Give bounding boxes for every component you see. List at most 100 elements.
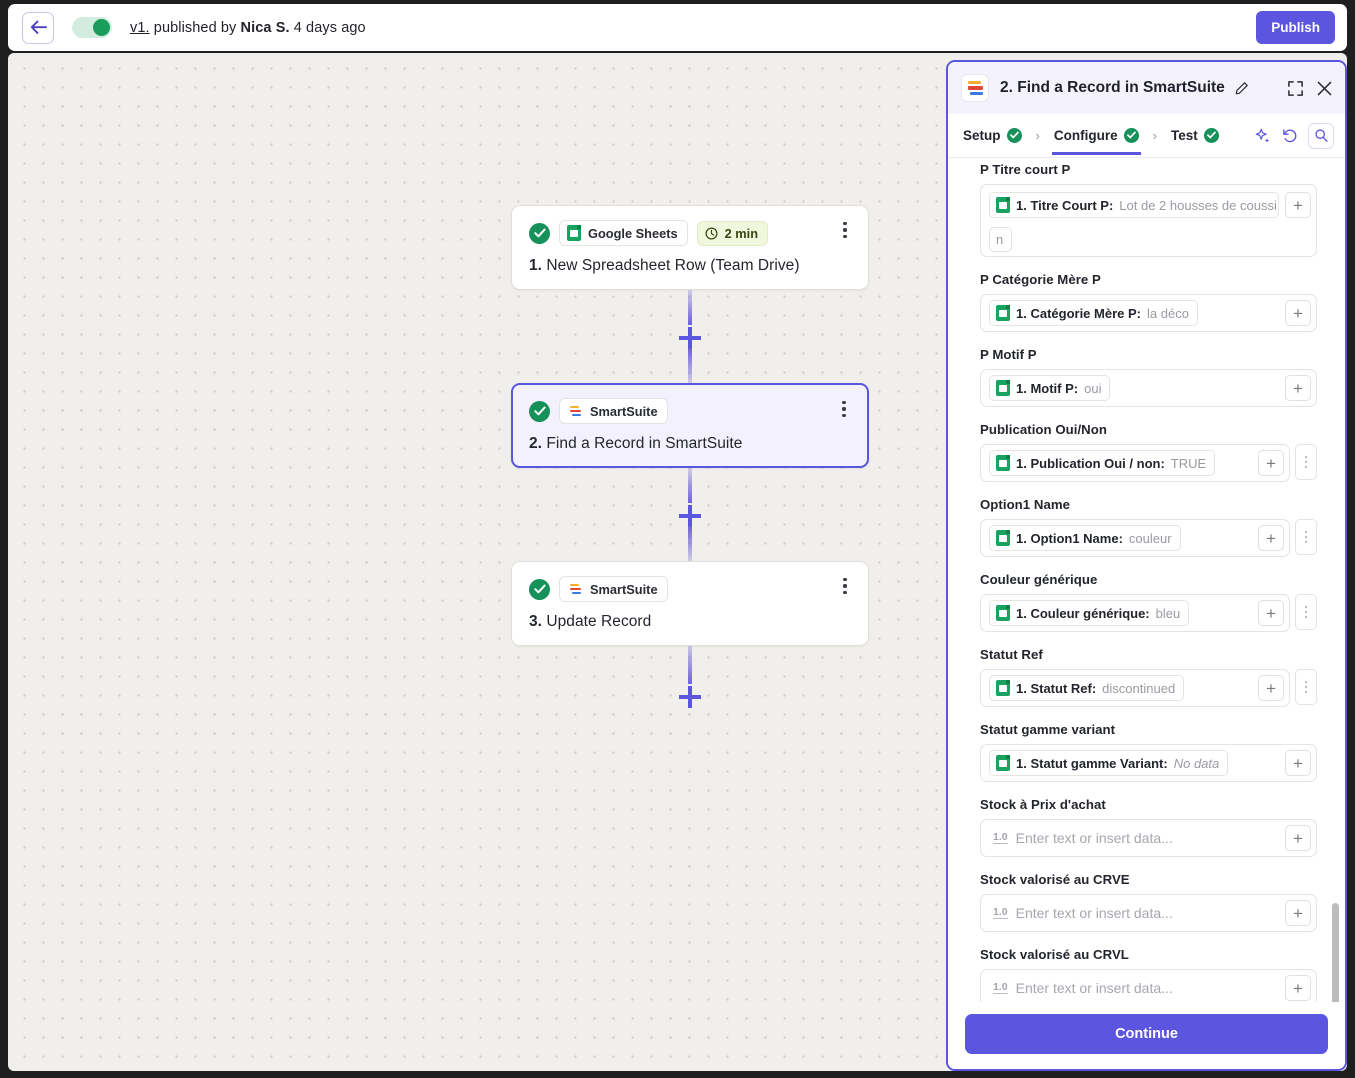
connector-1 [511,290,869,383]
insert-data-button[interactable]: + [1285,900,1311,926]
field-options-button[interactable] [1295,669,1317,705]
time-ago: 4 days ago [289,19,366,36]
pencil-icon[interactable] [1234,81,1249,96]
scrollbar-thumb[interactable] [1332,903,1339,1002]
node-1-app-label: Google Sheets [588,225,678,241]
token-value: No data [1173,755,1220,771]
field-label: Couleur générique [980,572,1098,587]
data-token-overflow[interactable]: n [989,227,1013,252]
success-check-icon [529,578,550,600]
token-name: 1. Couleur générique: [1016,605,1150,621]
ai-sparkle-icon[interactable] [1254,127,1272,145]
token-value-wrap: n [996,232,1004,247]
field-options-button[interactable] [1295,594,1317,630]
search-icon[interactable] [1308,122,1334,149]
smartsuite-logo-icon [961,74,989,102]
token-value: bleu [1155,605,1181,621]
node-1-name: New Spreadsheet Row (Team Drive) [546,257,800,274]
field-options-button[interactable] [1295,444,1317,480]
data-token[interactable]: 1. Statut gamme Variant: No data [989,750,1229,776]
author-name: Nica S. [240,19,290,36]
field-input[interactable]: 1. Statut gamme Variant: No data + [980,744,1317,782]
success-check-icon [529,400,550,422]
data-token[interactable]: 1. Option1 Name: couleur [989,525,1181,551]
insert-data-button[interactable]: + [1285,300,1311,326]
node-2-menu-button[interactable] [835,399,853,419]
continue-button[interactable]: Continue [965,1014,1328,1054]
insert-data-button[interactable]: + [1258,600,1284,626]
google-sheets-icon [567,225,581,241]
tab-setup[interactable]: Setup [961,117,1024,155]
number-type-icon: 1.0 [993,830,1008,844]
node-1-title: 1. New Spreadsheet Row (Team Drive) [529,257,852,275]
token-name: 1. Statut gamme Variant: [1016,755,1168,771]
field-input[interactable]: 1.0 Enter text or insert data... + [980,969,1317,1002]
insert-data-button[interactable]: + [1258,450,1284,476]
field-stock-prix-achat: Stock à Prix d'achat 1.0 Enter text or i… [980,797,1317,857]
workflow-node-2[interactable]: SmartSuite 2. Find a Record in SmartSuit… [511,383,869,468]
insert-data-button[interactable]: + [1285,975,1311,1001]
workflow-node-1[interactable]: Google Sheets 2 min 1. New Spreadsheet R… [511,205,869,290]
insert-data-button[interactable]: + [1285,375,1311,401]
version-link[interactable]: v1. [130,19,150,36]
field-input[interactable]: 1. Motif P: oui + [980,369,1317,407]
data-token[interactable]: 1. Catégorie Mère P: la déco [989,300,1198,326]
token-name: 1. Catégorie Mère P: [1016,305,1141,321]
field-label: Stock valorisé au CRVE [980,872,1130,887]
field-input[interactable]: 1. Catégorie Mère P: la déco + [980,294,1317,332]
node-2-app-chip: SmartSuite [559,398,668,424]
workflow-node-3[interactable]: SmartSuite 3. Update Record [511,561,869,646]
field-input[interactable]: 1. Statut Ref: discontinued + [980,669,1290,707]
field-row: 1. Option1 Name: couleur + [980,519,1317,557]
insert-data-button[interactable]: + [1285,192,1311,218]
back-button[interactable] [22,11,54,44]
data-token[interactable]: 1. Publication Oui / non: TRUE [989,450,1216,476]
data-token[interactable]: 1. Statut Ref: discontinued [989,675,1185,701]
insert-data-button[interactable]: + [1285,750,1311,776]
insert-data-button[interactable]: + [1258,525,1284,551]
google-sheets-icon [996,605,1010,621]
insert-data-button[interactable]: + [1285,825,1311,851]
field-input[interactable]: 1. Couleur générique: bleu + [980,594,1290,632]
field-input[interactable]: 1.0 Enter text or insert data... + [980,819,1317,857]
number-type-icon: 1.0 [993,905,1008,919]
token-value: oui [1084,380,1102,396]
expand-icon[interactable] [1287,80,1304,97]
data-token[interactable]: 1. Couleur générique: bleu [989,600,1190,626]
configure-form[interactable]: P Titre court P 1. Titre Court P: Lot de… [948,158,1345,1002]
field-input[interactable]: 1. Publication Oui / non: TRUE + [980,444,1290,482]
node-3-menu-button[interactable] [836,576,854,596]
data-token[interactable]: 1. Titre Court P: Lot de 2 housses de co… [989,192,1279,218]
node-1-menu-button[interactable] [836,220,854,240]
add-step-button-3[interactable] [679,686,701,708]
field-row: 1. Publication Oui / non: TRUE + [980,444,1317,482]
data-token[interactable]: 1. Motif P: oui [989,375,1111,401]
form-scrollbar[interactable] [1332,158,1339,1002]
node-2-title: 2. Find a Record in SmartSuite [529,435,852,453]
field-input[interactable]: 1. Titre Court P: Lot de 2 housses de co… [980,184,1317,257]
tab-configure[interactable]: Configure [1051,117,1141,155]
node-3-app-label: SmartSuite [590,581,658,597]
insert-data-button[interactable]: + [1258,675,1284,701]
refresh-icon[interactable] [1281,127,1299,145]
field-label: P Titre court P [980,162,1071,177]
node-1-app-chip: Google Sheets [559,220,688,246]
field-input[interactable]: 1. Option1 Name: couleur + [980,519,1290,557]
field-options-button[interactable] [1295,519,1317,555]
publish-button[interactable]: Publish [1256,11,1335,44]
add-step-button-2[interactable] [679,505,701,527]
close-icon[interactable] [1316,80,1333,97]
node-3-header: SmartSuite [529,576,852,602]
tab-test[interactable]: Test [1169,117,1221,155]
panel-step-tabs: Setup › Configure › Test [948,114,1345,158]
node-1-duration-label: 2 min [724,225,759,241]
chevron-right-icon: › [1152,128,1157,143]
field-label: P Catégorie Mère P [980,272,1101,287]
field-input[interactable]: 1.0 Enter text or insert data... + [980,894,1317,932]
node-1-header: Google Sheets 2 min [529,220,852,246]
smartsuite-icon [567,581,583,597]
enable-toggle[interactable] [72,17,112,38]
add-step-button-1[interactable] [679,327,701,349]
step-complete-icon [1123,127,1139,143]
